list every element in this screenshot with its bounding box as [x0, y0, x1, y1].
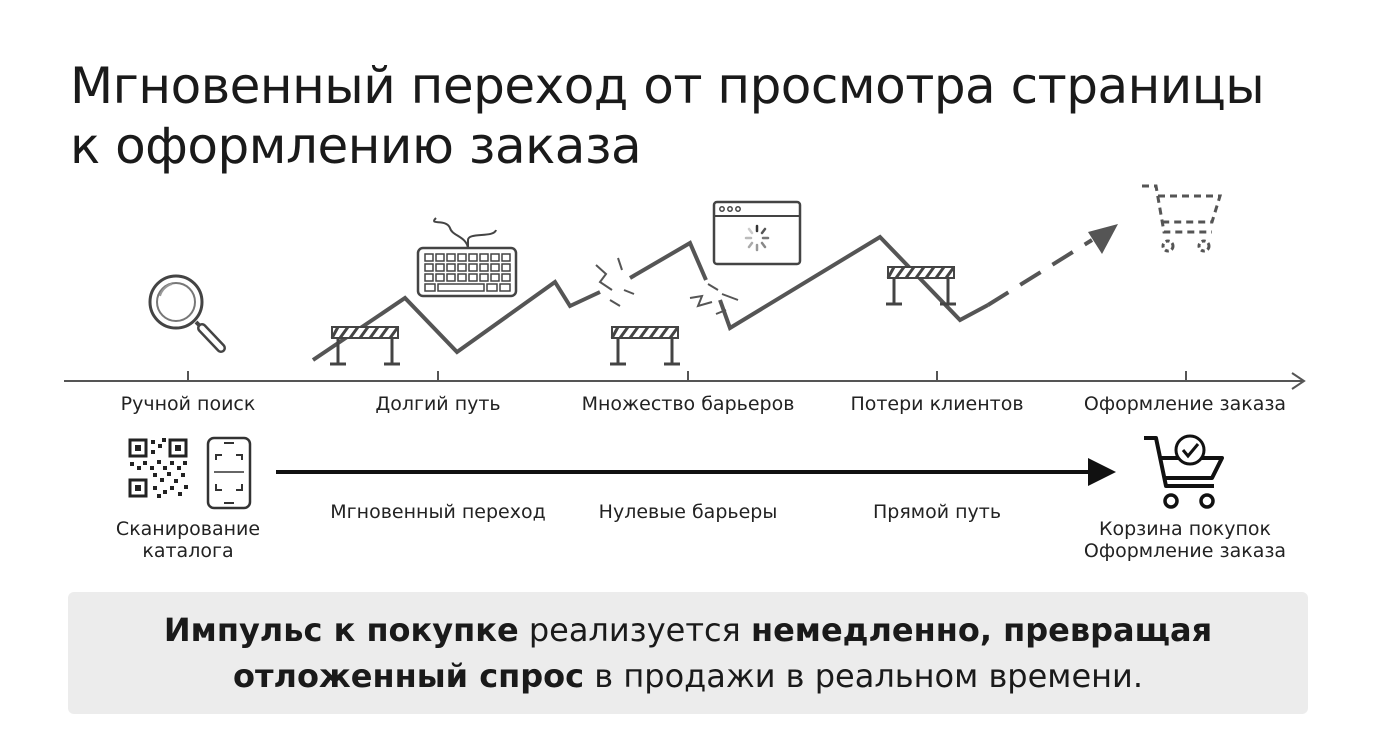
summary-text: Импульс к покупке реализуется немедленно… — [164, 607, 1212, 699]
end-label-line-1: Корзина покупок — [1098, 518, 1272, 540]
page-title: Мгновенный переход от просмотра страницы… — [70, 56, 1330, 176]
break-marks-icon — [595, 257, 739, 315]
summary-text-2: в продажи в реальном времени. — [584, 657, 1144, 695]
phone-scanner-icon — [206, 436, 252, 510]
summary-text-1: реализуется — [518, 611, 751, 649]
dashed-arrow-head — [1088, 224, 1118, 254]
stage-label-long-path: Долгий путь — [375, 393, 501, 415]
stage-label-checkout: Оформление заказа — [1083, 393, 1287, 415]
magnifier-icon — [148, 274, 226, 353]
dashed-cart-icon — [1142, 184, 1223, 253]
step-label-direct: Прямой путь — [872, 501, 1002, 523]
barrier-icon — [886, 266, 956, 306]
barrier-icon — [610, 326, 680, 366]
keyboard-icon — [416, 217, 518, 298]
title-line-2: к оформлению заказа — [70, 117, 642, 175]
summary-callout: Импульс к покупке реализуется немедленно… — [68, 592, 1308, 714]
timeline-axis — [64, 371, 1306, 390]
stage-label-many-barriers: Множество барьеров — [581, 393, 795, 415]
start-label: Сканирование каталога — [116, 518, 260, 562]
direct-arrow — [276, 458, 1116, 486]
summary-bold-3: отложенный спрос — [232, 657, 585, 695]
summary-bold-2: немедленно, превращая — [750, 611, 1213, 649]
zigzag-path — [311, 234, 1094, 362]
start-label-line-1: Сканирование — [115, 518, 261, 540]
cart-check-icon — [1144, 434, 1224, 509]
step-label-zero-barriers: Нулевые барьеры — [598, 501, 778, 523]
loading-browser-icon — [712, 200, 802, 266]
title-line-1: Мгновенный переход от просмотра страницы — [70, 57, 1265, 115]
qr-code-icon — [128, 438, 188, 498]
end-label: Корзина покупок Оформление заказа — [1084, 518, 1286, 562]
summary-bold-1: Импульс к покупке — [163, 611, 519, 649]
end-label-line-2: Оформление заказа — [1083, 540, 1287, 562]
barrier-icon — [330, 326, 400, 366]
start-label-line-2: каталога — [142, 540, 234, 562]
stage-label-customer-loss: Потери клиентов — [850, 393, 1024, 415]
stage-label-manual-search: Ручной поиск — [120, 393, 256, 415]
step-label-instant: Мгновенный переход — [330, 501, 546, 523]
